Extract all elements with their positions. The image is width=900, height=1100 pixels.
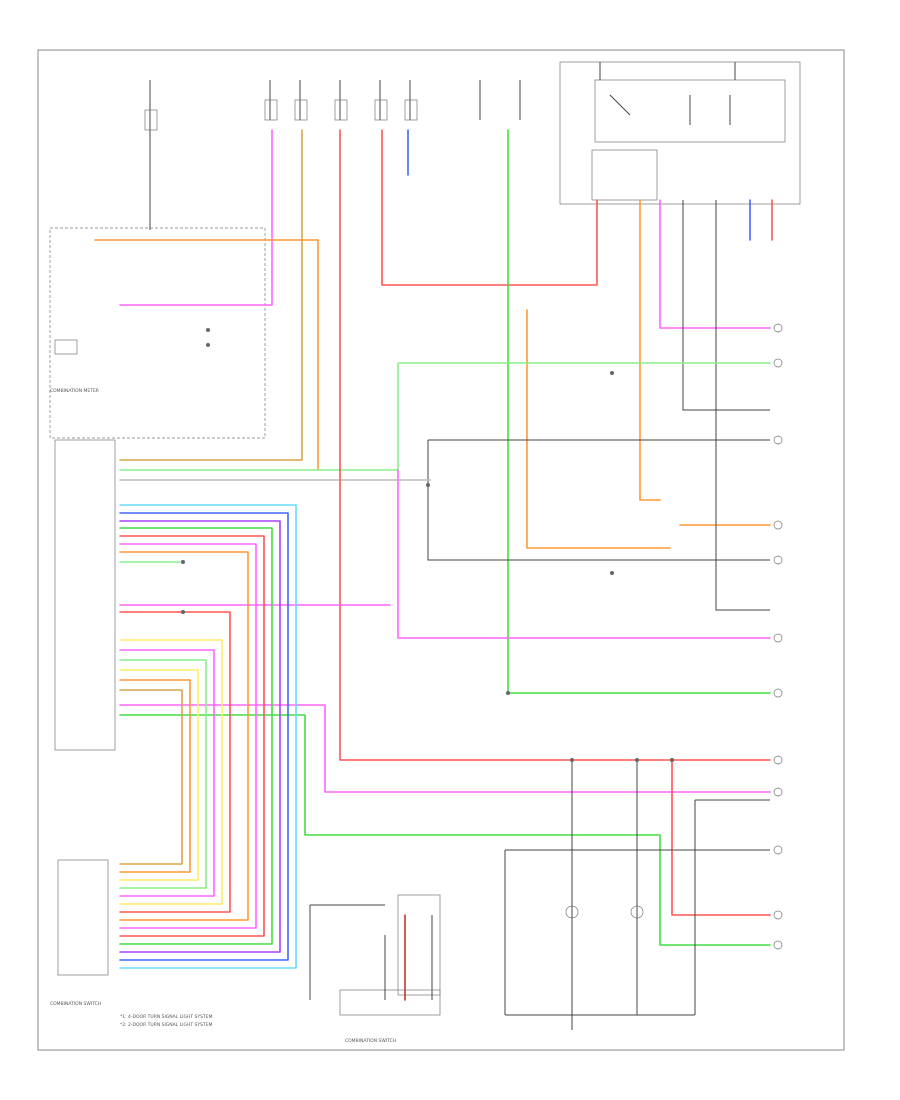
legend-item-2: *2: 2-DOOR TURN SIGNAL LIGHT SYSTEM [120,1022,213,1028]
bcm-module [54,439,116,751]
combination-switch-bottom [57,859,109,976]
right-terminals [773,323,783,950]
label-combination-meter: COMBINATION METER [50,388,99,394]
legend-item-1: *1: 4-DOOR TURN SIGNAL LIGHT SYSTEM [120,1014,213,1020]
hazard-switch [309,894,441,1016]
combination-meter-top [49,227,266,439]
diagram-frame [37,49,845,1051]
power-supply-section [144,80,521,230]
component-labels: COMBINATION METER COMBINATION SWITCH COM… [50,388,396,1044]
splice-points [181,328,674,762]
label-hazard-switch: COMBINATION SWITCH [345,1038,396,1044]
label-combination-switch: COMBINATION SWITCH [50,1001,101,1007]
legend: *1: 4-DOOR TURN SIGNAL LIGHT SYSTEM *2: … [120,1014,213,1028]
wires [94,129,773,1015]
ipdm-module [559,61,801,205]
lamp-group-bottom [504,760,695,1030]
